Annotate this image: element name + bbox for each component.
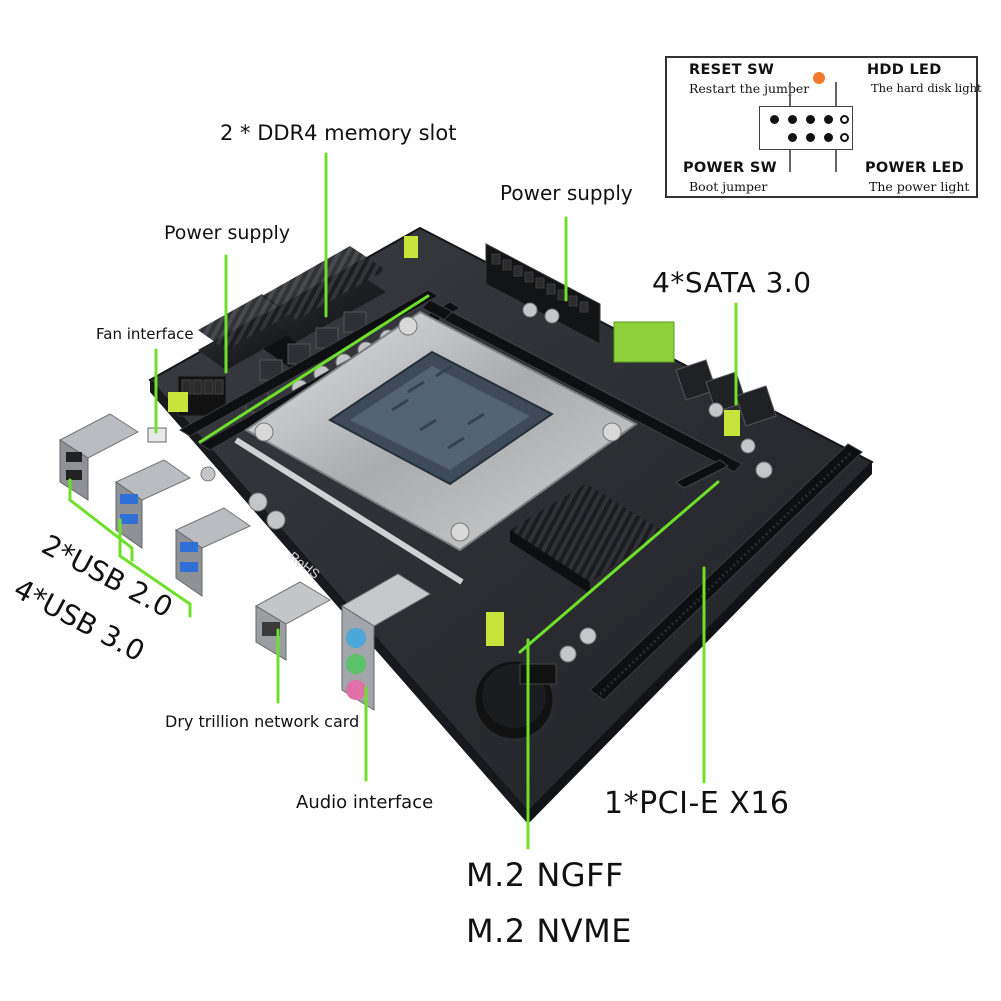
pin-icon [788, 115, 797, 124]
label-memory-slot: 2 * DDR4 memory slot [220, 121, 457, 145]
leader-ram-diag [198, 294, 430, 444]
leader-m2 [518, 480, 720, 654]
label-network-card: Dry trillion network card [165, 712, 360, 731]
reset-wire-icon [789, 82, 791, 106]
power-sw-title: POWER SW [683, 160, 777, 176]
label-pcie: 1*PCI-E X16 [604, 786, 790, 821]
leader-usb2 [68, 478, 134, 562]
label-audio-interface: Audio interface [296, 792, 434, 813]
vrm-heatsink-left [198, 294, 290, 370]
pin-icon [806, 133, 815, 142]
pin1-marker-icon [813, 72, 825, 84]
pin-icon [824, 115, 833, 124]
pin-open-icon [840, 133, 849, 142]
cmos-battery [472, 658, 557, 742]
pin-icon [824, 133, 833, 142]
label-m2-ngff: M.2 NGFF [466, 856, 624, 894]
cpu-socket [234, 310, 638, 585]
reset-sw-desc: Restart the jumper [689, 81, 810, 96]
pin-icon [770, 115, 779, 124]
rear-usb3-ports-1 [114, 459, 192, 549]
pin-icon [788, 133, 797, 142]
pcb-board-edge [528, 462, 872, 824]
green-header [613, 321, 675, 363]
power-led-wire-icon [835, 150, 837, 172]
pcie-x16-slot [589, 443, 863, 701]
misc-capacitors [200, 302, 773, 663]
rear-lan-port [254, 581, 332, 661]
rear-usb3-ports-2 [174, 507, 252, 597]
m2-slot [675, 459, 729, 489]
power-led-title: POWER LED [865, 160, 964, 176]
rear-usb2-ports [59, 413, 139, 501]
pin-open-icon [840, 115, 849, 124]
label-m2-nvme: M.2 NVME [466, 912, 632, 950]
rear-audio-jacks [341, 573, 431, 711]
leader-lines [68, 152, 738, 850]
power-led-desc: The power light [869, 179, 970, 194]
power-sw-wire-icon [789, 150, 791, 172]
hdd-led-desc: The hard disk light [871, 81, 982, 95]
power-sw-desc: Boot jumper [689, 179, 768, 194]
pcb-board-edge-left [150, 380, 528, 824]
leader-usb3 [118, 518, 192, 618]
label-fan-interface: Fan interface [96, 325, 194, 343]
label-power-supply-top: Power supply [500, 181, 633, 205]
reset-sw-title: RESET SW [689, 62, 775, 78]
label-sata: 4*SATA 3.0 [652, 266, 812, 299]
hdd-wire-icon [835, 82, 837, 106]
front-panel-header-icon [759, 106, 853, 150]
front-panel-legend: RESET SW Restart the jumper HDD LED The … [665, 56, 982, 198]
hdd-led-title: HDD LED [867, 62, 942, 78]
chipset-heatsink [510, 484, 664, 594]
pin-icon [806, 115, 815, 124]
label-power-supply-left: Power supply [164, 222, 291, 244]
